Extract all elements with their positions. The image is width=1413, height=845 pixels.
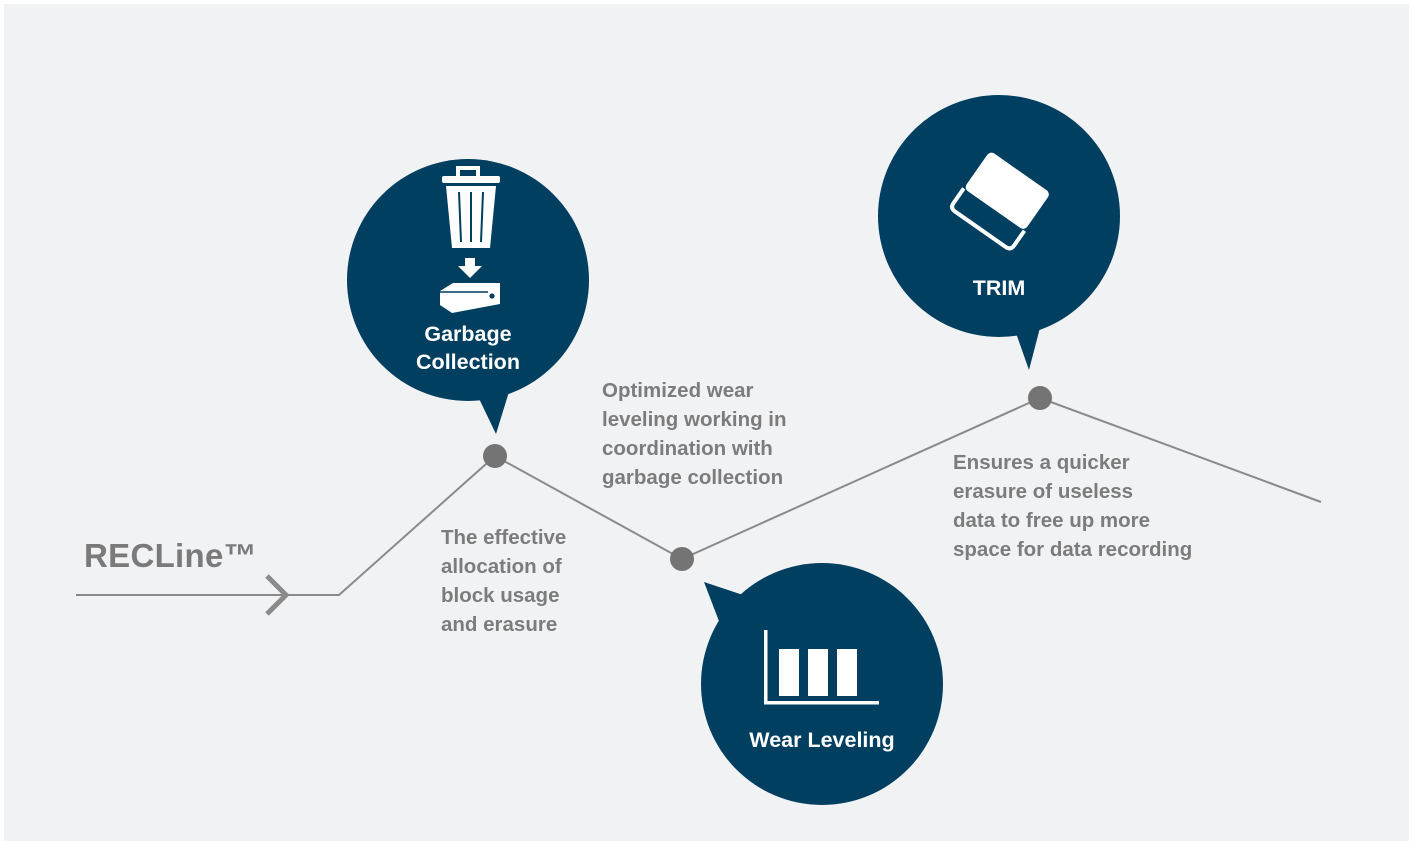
- feature-timeline-diagram: [76, 95, 1322, 805]
- bubble-garbage-collection: [347, 159, 589, 434]
- trim-description: Ensures a quicker erasure of useless dat…: [953, 451, 1193, 561]
- diagram-canvas: RECLine™ Garbage Collection Wear Levelin…: [4, 4, 1409, 841]
- trim-label: TRIM: [972, 276, 1026, 300]
- brand-title: RECLine™: [84, 537, 257, 574]
- timeline-arrow-icon: [265, 574, 290, 616]
- eraser-icon: [950, 152, 1049, 251]
- wear-leveling-label: Wear Leveling: [749, 728, 895, 752]
- garbage-collection-label: Garbage Collection: [416, 322, 520, 374]
- wear-leveling-description: Optimized wear leveling working in coord…: [602, 379, 787, 489]
- garbage-collection-description: The effective allocation of block usage …: [441, 526, 567, 636]
- timeline-node-wear-leveling: [670, 547, 694, 571]
- trash-to-drive-icon: [440, 166, 500, 313]
- timeline-node-garbage-collection: [483, 444, 507, 468]
- timeline-line: [76, 396, 1322, 596]
- bubble-trim: [878, 95, 1120, 370]
- bar-chart-icon: [764, 630, 879, 705]
- timeline-node-trim: [1028, 386, 1052, 410]
